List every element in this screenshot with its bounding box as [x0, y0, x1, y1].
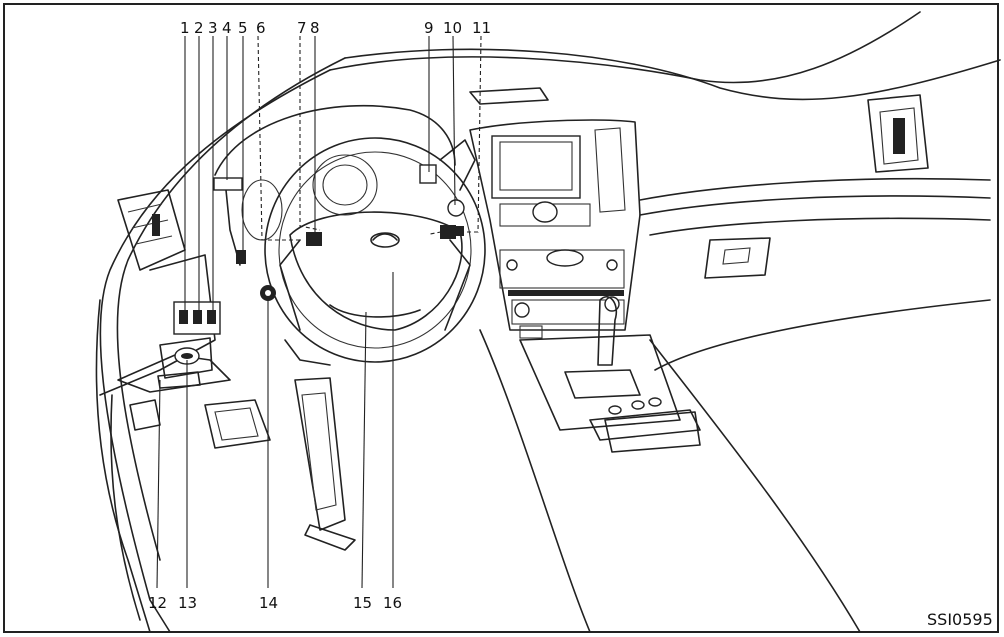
center-stack — [469, 119, 641, 339]
callout-1: 1 — [180, 19, 190, 37]
callout-16: 16 — [383, 594, 402, 612]
callout-4: 4 — [222, 19, 232, 37]
callout-5: 5 — [238, 19, 248, 37]
diagram-frame — [3, 3, 999, 633]
callout-8: 8 — [310, 19, 320, 37]
callout-13: 13 — [178, 594, 197, 612]
callout-14: 14 — [259, 594, 278, 612]
center-console — [479, 296, 861, 633]
instrument-cluster — [213, 104, 456, 266]
callout-11: 11 — [472, 19, 491, 37]
figure-code: SSI0595 — [927, 610, 993, 629]
callout-12: 12 — [148, 594, 167, 612]
leader-lines — [156, 35, 482, 589]
right-stalk — [419, 139, 476, 236]
callouts-bottom: 12 13 14 15 16 — [148, 594, 402, 612]
a-pillar — [95, 57, 346, 633]
callout-2: 2 — [194, 19, 204, 37]
callout-15: 15 — [353, 594, 372, 612]
steering-wheel — [260, 137, 486, 366]
passenger-side — [639, 94, 991, 371]
callouts-top: 1 2 3 4 5 6 7 8 9 10 11 — [180, 19, 491, 37]
callout-9: 9 — [424, 19, 434, 37]
callout-10: 10 — [443, 19, 462, 37]
switch-panel — [157, 301, 221, 389]
callout-6: 6 — [256, 19, 266, 37]
dashboard-top — [329, 11, 1001, 105]
callout-7: 7 — [297, 19, 307, 37]
pedals — [129, 377, 356, 551]
callout-3: 3 — [208, 19, 218, 37]
